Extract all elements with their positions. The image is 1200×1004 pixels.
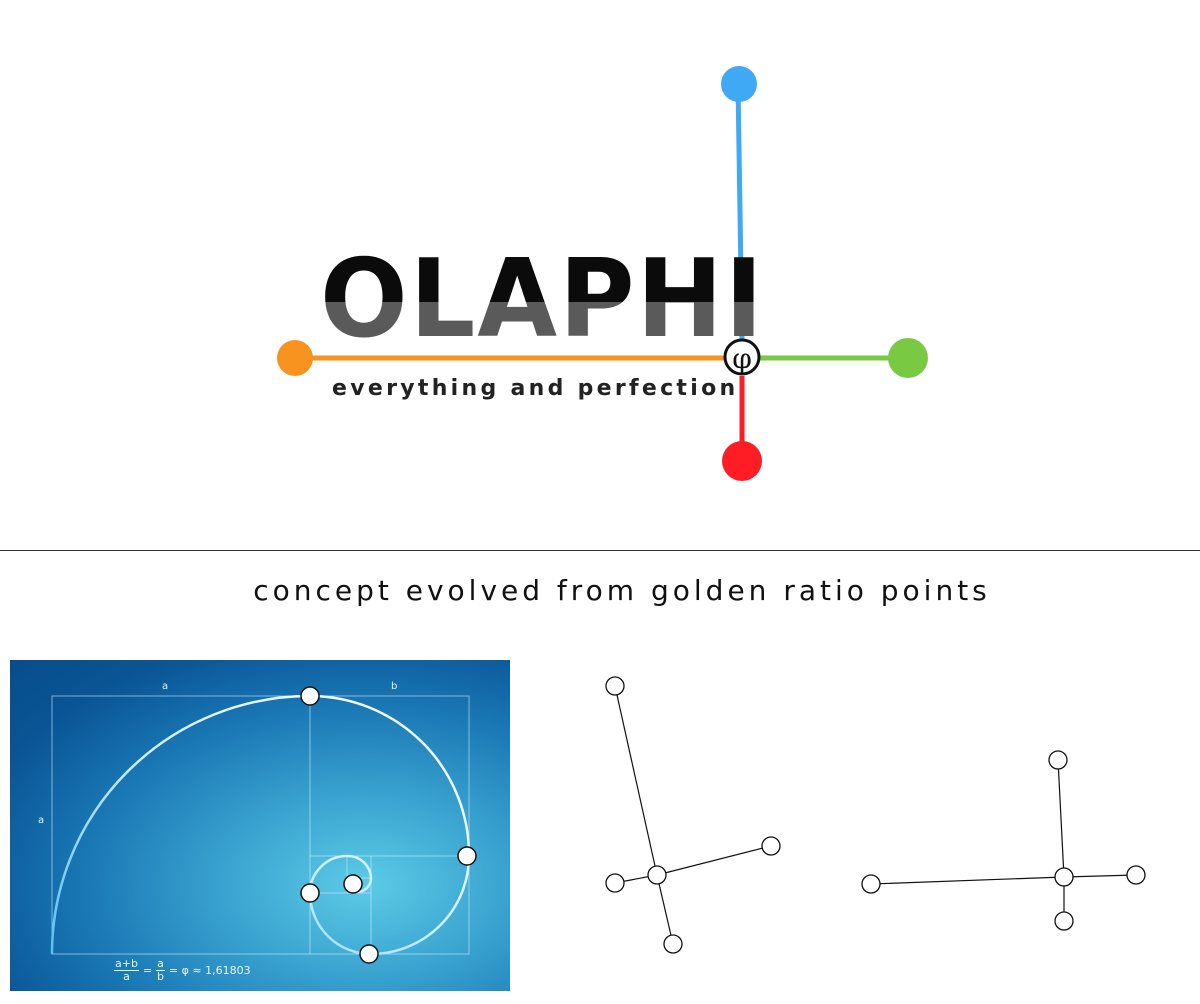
golden-spiral-diagram bbox=[50, 686, 477, 964]
tagline: everything and perfection bbox=[332, 376, 739, 401]
graph-two-edges bbox=[870, 759, 1137, 921]
blue-line bbox=[735, 83, 745, 341]
red-dot bbox=[722, 441, 762, 481]
node-graphs bbox=[520, 660, 1200, 1000]
fraction-denominator: a bbox=[123, 969, 130, 983]
golden-point bbox=[343, 874, 363, 894]
olaphi-logo: φ OLAPHI everything and perfection bbox=[277, 66, 928, 481]
graph-node bbox=[1048, 750, 1068, 770]
golden-point bbox=[359, 944, 379, 964]
graph-node bbox=[761, 836, 781, 856]
golden-points bbox=[300, 686, 477, 964]
graph-node bbox=[605, 676, 625, 696]
graph-node bbox=[1054, 911, 1074, 931]
graph-node bbox=[605, 873, 625, 893]
fraction-numerator: a bbox=[156, 956, 165, 971]
golden-ratio-formula: a+b a = a b = φ ≈ 1,61803 bbox=[114, 957, 251, 983]
golden-ratio-panel: a b a a+b a = a b = φ ≈ 1,61803 bbox=[10, 660, 510, 991]
equals-sign: = bbox=[142, 963, 153, 977]
label-left-a: a bbox=[38, 815, 45, 826]
green-dot bbox=[888, 338, 928, 378]
graph-node bbox=[1054, 867, 1074, 887]
fraction-numerator: a+b bbox=[114, 956, 139, 971]
blue-dot bbox=[721, 66, 757, 102]
graph-node bbox=[861, 874, 881, 894]
concept-heading: concept evolved from golden ratio points bbox=[253, 574, 991, 607]
fraction-a-plus-b-over-a: a+b a bbox=[114, 956, 139, 983]
graph-two-nodes bbox=[861, 750, 1146, 931]
fraction-a-over-b: a b bbox=[156, 956, 165, 983]
phi-ring bbox=[723, 338, 761, 376]
graph-node bbox=[663, 934, 683, 954]
golden-point bbox=[457, 846, 477, 866]
label-top-a: a bbox=[162, 681, 169, 692]
graph-one-nodes bbox=[605, 676, 781, 954]
section-divider bbox=[0, 550, 1200, 551]
golden-point bbox=[300, 883, 320, 903]
graph-node bbox=[647, 865, 667, 885]
label-top-b: b bbox=[391, 681, 398, 692]
phi-symbol: φ bbox=[732, 342, 752, 375]
golden-points-graphs bbox=[605, 676, 1146, 954]
orange-dot bbox=[277, 340, 313, 376]
golden-spiral bbox=[50, 694, 471, 956]
graph-one-edges bbox=[614, 685, 772, 945]
phi-value: = φ ≈ 1,61803 bbox=[168, 963, 251, 977]
brand-wordmark: OLAPHI bbox=[320, 237, 765, 362]
fraction-denominator: b bbox=[157, 969, 165, 983]
logo-axes: φ bbox=[277, 66, 928, 481]
golden-point bbox=[300, 686, 320, 706]
graph-node bbox=[1126, 865, 1146, 885]
golden-rectangles bbox=[51, 695, 470, 955]
